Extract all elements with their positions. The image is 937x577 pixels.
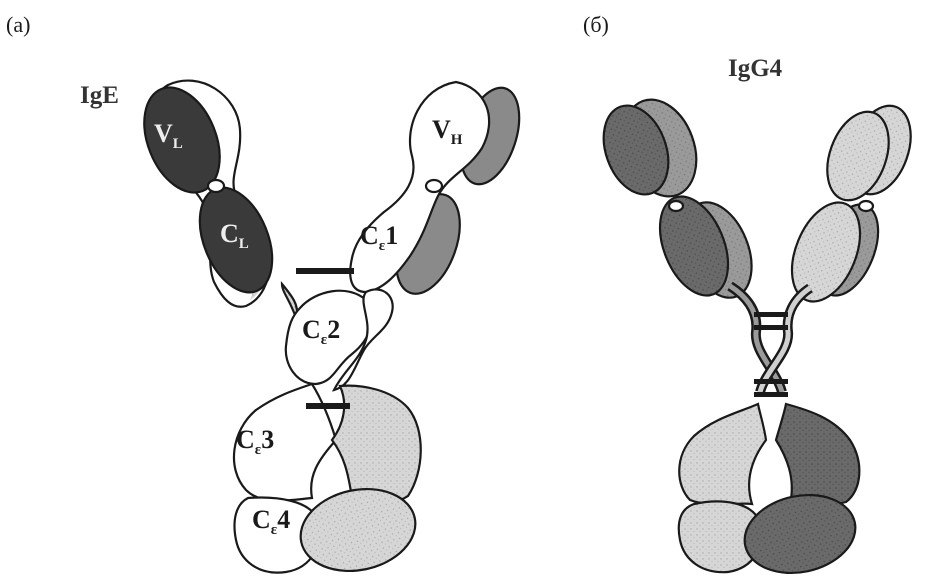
- ige-left-arm: [130, 76, 286, 307]
- igg4-hinge-strand-right-inner: [760, 288, 810, 392]
- igg4-disulfide-2: [754, 325, 788, 330]
- igg4-right-hinge-hole: [859, 201, 873, 211]
- igg4-left-hinge-hole: [669, 201, 683, 211]
- igg4-right-fab: [779, 97, 922, 311]
- ige-left-hinge-hole: [208, 180, 224, 192]
- igg4-hinge-strand-left-inner: [730, 286, 782, 392]
- ige-fc-disulfide-bond: [306, 403, 350, 409]
- igg4-hinge: [730, 286, 810, 392]
- igg4-molecule: [592, 89, 922, 577]
- ige-arm-disulfide-bond: [296, 268, 354, 274]
- igg4-disulfide-4: [754, 392, 788, 397]
- ige-right-arm: [350, 80, 530, 302]
- igg4-left-fab: [592, 89, 764, 307]
- ige-right-hinge-hole: [426, 180, 442, 192]
- igg4-disulfide-3: [754, 379, 788, 384]
- igg4-fc-ch2-left: [679, 404, 766, 504]
- igg4-disulfide-1: [754, 312, 788, 317]
- igg4-fc-ch2-right: [776, 404, 859, 505]
